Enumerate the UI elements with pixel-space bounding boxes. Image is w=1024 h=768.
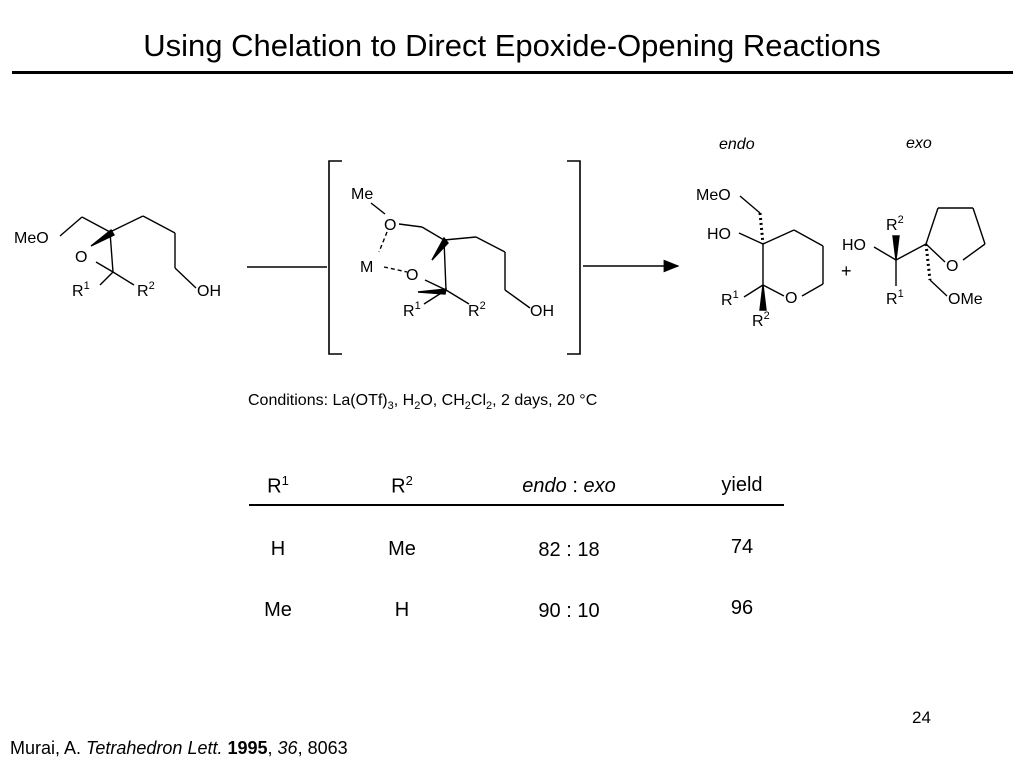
bond	[142, 215, 176, 234]
ts-epoxide-oxygen: O	[406, 267, 418, 284]
endo-label: endo	[719, 136, 755, 153]
bond	[445, 289, 470, 305]
bond	[370, 202, 386, 215]
bond	[739, 195, 761, 214]
exo-r1-label: R1	[886, 288, 904, 308]
reaction-conditions: Conditions: La(OTf)3, H2O, CH2Cl2, 2 day…	[248, 392, 598, 413]
exo-hydroxyl-label: HO	[842, 237, 866, 254]
bond	[81, 216, 111, 233]
endo-r1-label: R1	[721, 289, 739, 309]
slide-title: Using Chelation to Direct Epoxide-Openin…	[143, 28, 881, 63]
bond	[424, 279, 447, 291]
reaction-scheme: MeO O R1 R2 OH Me O M O R1 R2 OH endo ex…	[14, 135, 986, 355]
table-header-r2: R2	[391, 473, 413, 498]
left-bracket	[328, 160, 342, 355]
bond	[925, 243, 946, 263]
ts-ether-oxygen: O	[384, 217, 396, 234]
bond	[793, 229, 824, 247]
bond	[925, 207, 939, 245]
hashed-bond	[758, 212, 765, 245]
bond	[174, 267, 197, 289]
endo-methoxy-label: MeO	[696, 187, 731, 204]
bond	[95, 261, 114, 273]
exo-product	[873, 207, 986, 297]
ts-methyl-label: Me	[351, 186, 373, 203]
bond	[109, 231, 114, 273]
bond	[398, 223, 423, 228]
table-header-yield: yield	[721, 474, 763, 496]
table-cell-r2: H	[394, 599, 410, 621]
bond	[109, 215, 144, 233]
table-cell-ratio: 90 : 10	[538, 600, 600, 622]
exo-r2-label: R2	[886, 214, 904, 234]
exo-methoxy-label: OMe	[948, 291, 983, 308]
bond	[972, 207, 986, 245]
hashed-bond	[924, 243, 932, 281]
chelated-intermediate	[370, 202, 531, 309]
citation: Murai, A. Tetrahedron Lett. 1995, 36, 80…	[10, 738, 348, 758]
endo-hydroxyl-label: HO	[707, 226, 731, 243]
bond	[59, 216, 83, 237]
wedge-bond	[892, 235, 900, 261]
wedge-bond	[759, 284, 767, 311]
bond	[99, 271, 114, 286]
table-cell-yield: 74	[730, 536, 754, 558]
table-cell-r2: Me	[388, 538, 416, 560]
bond	[801, 283, 824, 297]
bond	[762, 284, 785, 297]
bond	[443, 239, 447, 291]
wedge-bond	[431, 236, 449, 261]
right-bracket	[567, 160, 581, 355]
bond	[873, 246, 897, 261]
exo-ring-oxygen: O	[946, 258, 958, 275]
sm-hydroxyl-label: OH	[197, 283, 221, 300]
table-cell-ratio: 82 : 18	[538, 539, 600, 561]
sm-r2-label: R2	[137, 280, 155, 300]
wedge-bond	[90, 228, 115, 247]
sm-methoxy-label: MeO	[14, 230, 49, 247]
bond	[762, 229, 795, 245]
plus-sign: +	[841, 261, 852, 281]
chelation-bond	[378, 231, 388, 253]
chelation-bond	[383, 266, 408, 273]
table-cell-r1: Me	[264, 599, 292, 621]
bond	[929, 279, 948, 297]
endo-ring-oxygen: O	[785, 290, 797, 307]
bond	[112, 271, 135, 286]
bond	[738, 232, 764, 245]
sm-epoxide-oxygen: O	[75, 249, 87, 266]
table-cell-r1: H	[270, 538, 286, 560]
bond	[443, 236, 477, 241]
ts-r1-label: R1	[403, 300, 421, 320]
title-underline	[12, 71, 1013, 74]
table-header-r1: R1	[267, 473, 289, 498]
table-cell-yield: 96	[730, 597, 754, 619]
endo-r2-label: R2	[752, 310, 770, 330]
endo-product	[738, 195, 824, 311]
bond	[743, 284, 764, 298]
sm-r1-label: R1	[72, 280, 90, 300]
bond	[962, 243, 986, 261]
ts-hydroxyl-label: OH	[530, 303, 554, 320]
bond	[421, 226, 445, 241]
table-header-ratio: endo : exo	[522, 475, 616, 497]
bond	[475, 236, 506, 253]
bond	[504, 289, 531, 309]
table-header-rule	[249, 504, 784, 506]
page-number: 24	[912, 708, 931, 727]
starting-material	[59, 215, 197, 289]
ts-metal-label: M	[360, 259, 373, 276]
exo-label: exo	[906, 135, 932, 152]
bond	[895, 243, 927, 261]
wedge-bond	[417, 288, 447, 295]
ts-r2-label: R2	[468, 300, 486, 320]
